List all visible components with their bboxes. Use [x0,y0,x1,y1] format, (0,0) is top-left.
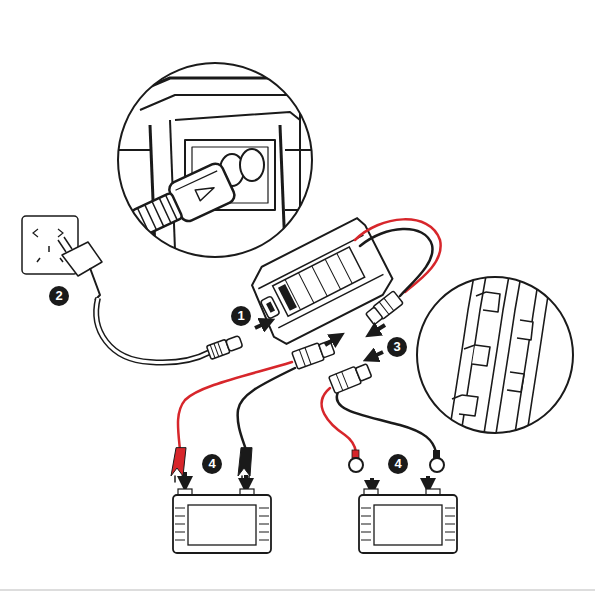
output-cable [355,219,441,325]
direction-arrows [185,322,428,488]
ring-cable [322,362,444,472]
clamp-cable [171,339,336,482]
callout-number: 3 [387,337,407,357]
callout-number: 4 [202,454,222,474]
callout-number: 1 [231,306,251,326]
magnified-connector [417,270,573,440]
magnified-plug [87,63,315,261]
callout-number: 4 [388,454,408,474]
mains-cable [58,237,243,363]
battery [359,489,457,553]
page-rule [0,590,595,591]
callout-number: 2 [49,286,69,306]
battery [173,489,271,553]
